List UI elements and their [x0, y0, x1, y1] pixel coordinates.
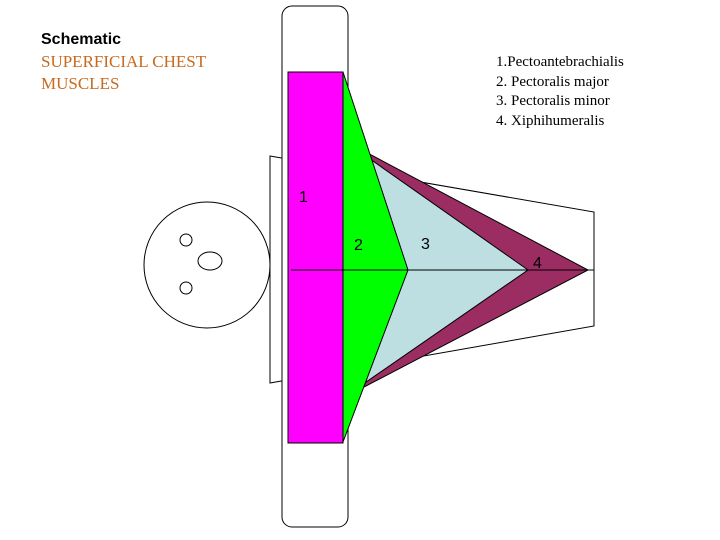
region-label-2: 2	[354, 237, 363, 254]
torso-outline	[269, 155, 595, 384]
head-nose	[197, 251, 223, 271]
head-eye-lower	[179, 281, 193, 295]
legend-item-pectoralis-minor: 3. Pectoralis minor	[496, 93, 610, 109]
region-label-4: 4	[533, 255, 542, 272]
region-label-1: 1	[299, 189, 308, 206]
legend-item-pectoralis-major: 2. Pectoralis major	[496, 73, 609, 90]
diagram-subtitle: SUPERFICIAL CHEST MUSCLES	[41, 52, 206, 93]
diagram-heading: Schematic	[41, 31, 122, 48]
title-block: Schematic SUPERFICIAL CHEST MUSCLES	[41, 30, 261, 95]
region-1-pectoantebrachialis	[287, 71, 344, 444]
region-label-3: 3	[421, 236, 430, 253]
muscle-legend: 1.Pectoantebrachialis 2. Pectoralis majo…	[496, 53, 624, 131]
region-2-pectoralis-major	[342, 71, 409, 443]
legend-item-xiphihumeralis: 4. Xiphihumeralis	[496, 112, 605, 129]
legend-item-pectoantebrachialis: 1.Pectoantebrachialis	[496, 54, 624, 70]
head-eye-upper	[179, 233, 193, 247]
